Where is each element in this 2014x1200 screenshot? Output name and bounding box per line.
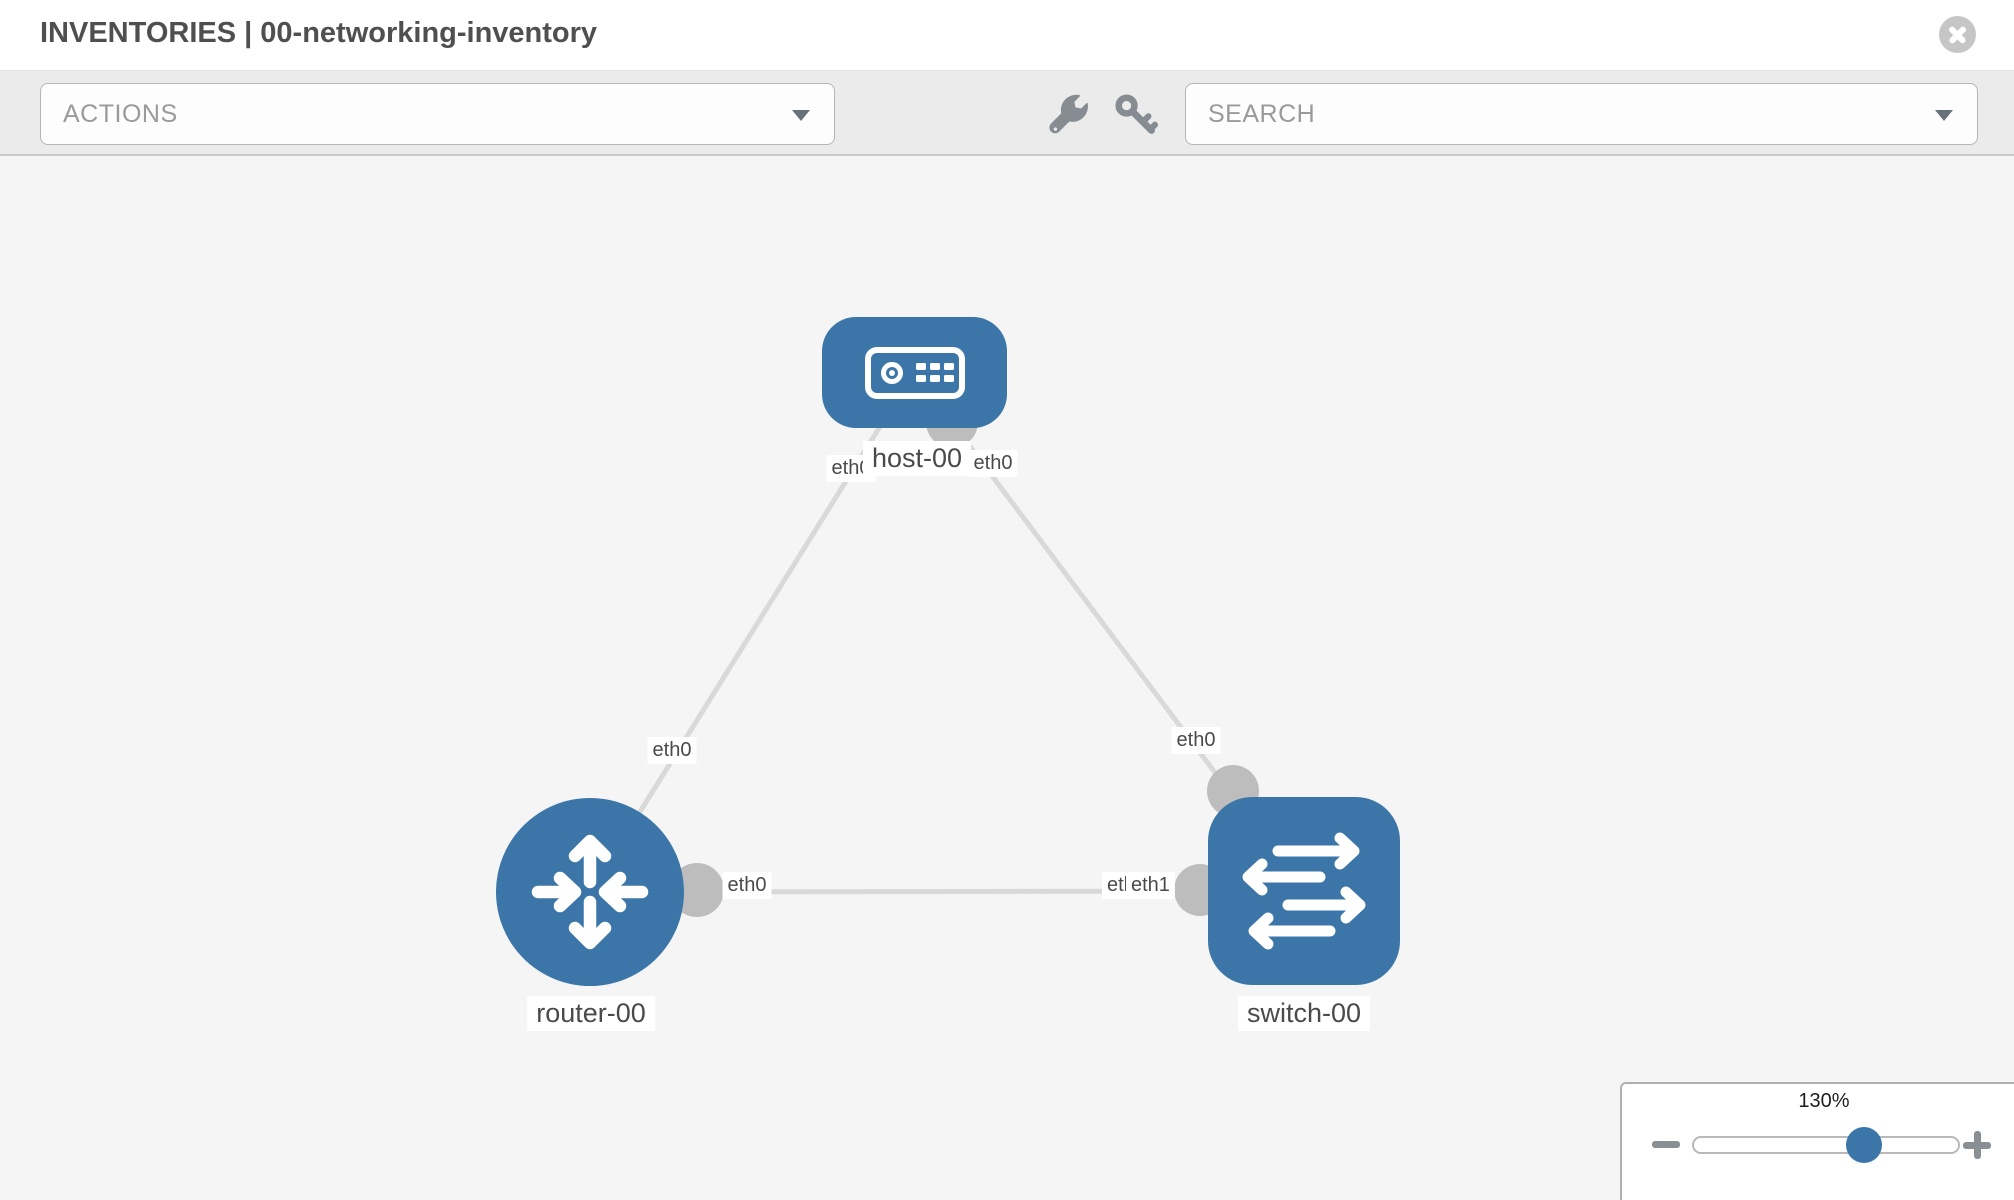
plus-icon[interactable] <box>1963 1131 1991 1159</box>
caret-down-icon <box>1935 110 1953 121</box>
zoom-panel: 130% <box>1620 1082 2014 1200</box>
node-switch[interactable] <box>1208 797 1400 985</box>
node-label-router: router-00 <box>527 996 655 1031</box>
header: INVENTORIES | 00-networking-inventory <box>0 0 2014 70</box>
zoom-slider-track[interactable] <box>1692 1136 1960 1154</box>
switch-arrows-icon <box>1242 832 1366 950</box>
port-label: eth0 <box>647 737 697 764</box>
router-arrows-icon <box>531 834 649 950</box>
actions-dropdown-label: ACTIONS <box>63 99 178 128</box>
port-label: eth0 <box>968 450 1018 477</box>
zoom-level-value: 130% <box>1798 1090 1850 1112</box>
port-label: eth0 <box>722 872 772 899</box>
node-label-switch: switch-00 <box>1237 996 1371 1031</box>
close-icon[interactable] <box>1939 16 1976 53</box>
zoom-slider-thumb[interactable] <box>1846 1127 1882 1163</box>
page-title: INVENTORIES | 00-networking-inventory <box>40 17 598 49</box>
plus-bar <box>1973 1131 1981 1159</box>
node-host[interactable] <box>822 317 1007 428</box>
wrench-icon[interactable] <box>1046 91 1092 137</box>
topology-canvas[interactable] <box>0 158 2014 1200</box>
port-label: eth1 <box>1126 872 1175 899</box>
node-label-host: host-00 <box>862 441 972 476</box>
search-dropdown[interactable]: SEARCH <box>1185 83 1978 145</box>
port-label: eth0 <box>1171 727 1221 754</box>
host-device-icon <box>864 346 965 399</box>
actions-dropdown[interactable]: ACTIONS <box>40 83 835 145</box>
caret-down-icon <box>792 110 810 121</box>
search-placeholder: SEARCH <box>1208 99 1316 128</box>
key-icon[interactable] <box>1112 91 1158 137</box>
node-router[interactable] <box>496 798 684 986</box>
minus-icon[interactable] <box>1652 1141 1680 1148</box>
toolbar: ACTIONS SEARCH <box>0 70 2014 156</box>
